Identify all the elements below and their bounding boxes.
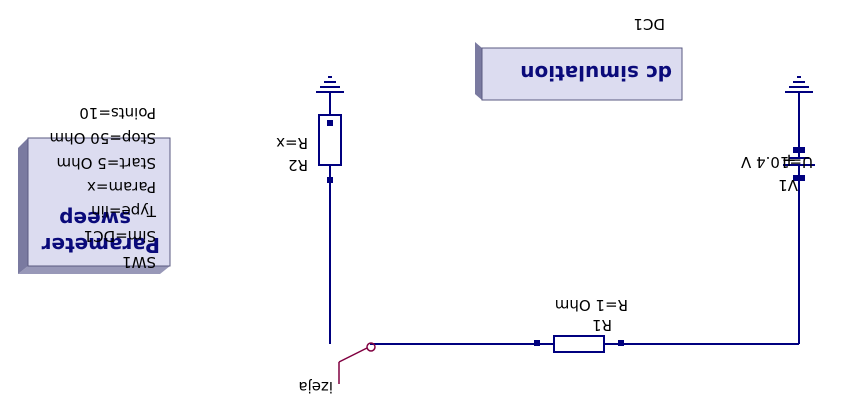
sweep-param-6: Points=10 xyxy=(79,104,156,122)
dc-block-shadow-side xyxy=(475,42,482,100)
probe-izeja[interactable] xyxy=(338,342,376,384)
ground-symbol-r2 xyxy=(316,76,344,93)
r2-value-label: R=x xyxy=(276,134,308,152)
schematic-rotated: + xyxy=(18,15,815,396)
pin-v1-positive xyxy=(793,147,805,153)
parameter-sweep-block[interactable] xyxy=(18,137,171,274)
pin-r1-left xyxy=(618,340,624,346)
sweep-param-0: SW1 xyxy=(122,253,156,271)
sweep-block-face xyxy=(27,137,171,267)
sweep-param-1: Sim=DC1 xyxy=(84,227,156,245)
resistor-r1-body xyxy=(553,335,605,353)
sweep-param-5: Stop=50 Ohm xyxy=(50,129,156,147)
sweep-param-3: Param=x xyxy=(87,178,156,196)
dc-simulation-block[interactable] xyxy=(475,42,683,101)
v1-name-label: V1 xyxy=(778,176,798,194)
dc-simulation-instance-label: DC1 xyxy=(633,15,665,33)
sweep-param-2: Type=lin xyxy=(91,202,157,220)
polarity-plus-sign: + xyxy=(781,150,796,171)
pin-r2-top xyxy=(327,120,333,126)
resistor-r1[interactable] xyxy=(534,335,624,353)
dc-block-face xyxy=(481,47,683,101)
r1-value-label: R=1 Ohm xyxy=(555,296,628,314)
sweep-param-4: Start=5 Ohm xyxy=(57,154,156,172)
probe-label: izeja xyxy=(298,378,333,396)
r1-name-label: R1 xyxy=(592,316,612,334)
sweep-block-shadow-side xyxy=(18,138,28,274)
sweep-block-shadow-top xyxy=(18,266,170,274)
probe-node-marker xyxy=(366,342,376,352)
sweep-title-line2: sweep xyxy=(59,207,131,231)
sweep-title-line1: Parameter xyxy=(41,233,160,257)
dc-simulation-title: dc simulation xyxy=(520,61,672,85)
sweep-parameter-list: SW1 Sim=DC1 Type=lin Param=x Start=5 Ohm… xyxy=(50,104,157,271)
voltage-source-v1[interactable] xyxy=(783,147,815,181)
r2-name-label: R2 xyxy=(288,156,308,174)
pin-v1-negative xyxy=(793,175,805,181)
v1-value-label: U=10.4 V xyxy=(740,153,813,171)
resistor-r2[interactable] xyxy=(318,114,342,183)
pin-r2-bottom xyxy=(327,177,333,183)
probe-leader-line xyxy=(338,347,368,363)
ground-symbol-v1 xyxy=(785,76,813,93)
pin-r1-right xyxy=(534,340,540,346)
